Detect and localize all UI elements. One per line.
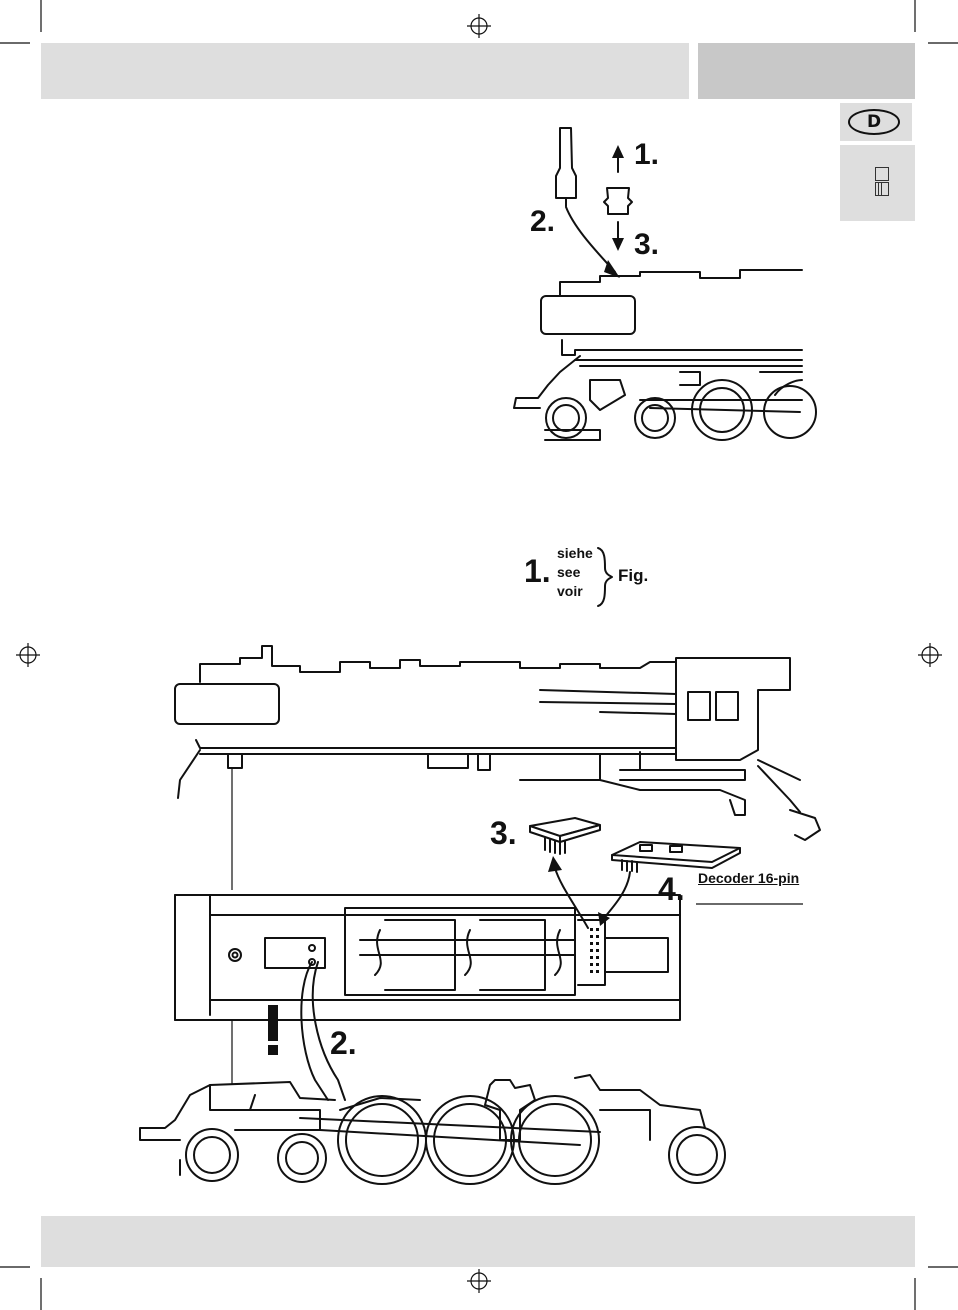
reference-brace xyxy=(598,548,612,606)
reference-word-voir: voir xyxy=(557,582,593,601)
reference-fig-label: Fig. xyxy=(618,566,648,586)
reference-step: 1. xyxy=(524,556,551,586)
warning-icon xyxy=(268,1005,278,1055)
top-step-3: 3. xyxy=(634,230,659,260)
decoder-socket-pins xyxy=(590,928,599,973)
plug-tool xyxy=(556,128,576,206)
small-locomotive xyxy=(514,270,816,440)
running-gear xyxy=(140,1075,725,1184)
bridge-plug-large xyxy=(530,818,600,854)
main-step-2: 2. xyxy=(330,1028,357,1058)
loco-chassis xyxy=(175,895,680,1020)
reference-word-see: see xyxy=(557,563,593,582)
registration-mark-left xyxy=(16,643,40,667)
bridge-plug xyxy=(604,188,632,214)
main-step-4: 4. xyxy=(658,874,685,904)
wire-1 xyxy=(301,962,328,1100)
main-step-3: 3. xyxy=(490,818,517,848)
reference-words: siehe see voir xyxy=(557,544,593,601)
registration-mark-top xyxy=(467,14,491,38)
registration-mark-bottom xyxy=(467,1269,491,1293)
decoder-label: Decoder 16-pin xyxy=(698,870,799,886)
registration-mark-right xyxy=(918,643,942,667)
loco-body-shell xyxy=(175,646,820,840)
top-step-1: 1. xyxy=(634,140,659,170)
decoder-board xyxy=(612,842,740,872)
top-step-2: 2. xyxy=(530,207,555,237)
reference-word-siehe: siehe xyxy=(557,544,593,563)
